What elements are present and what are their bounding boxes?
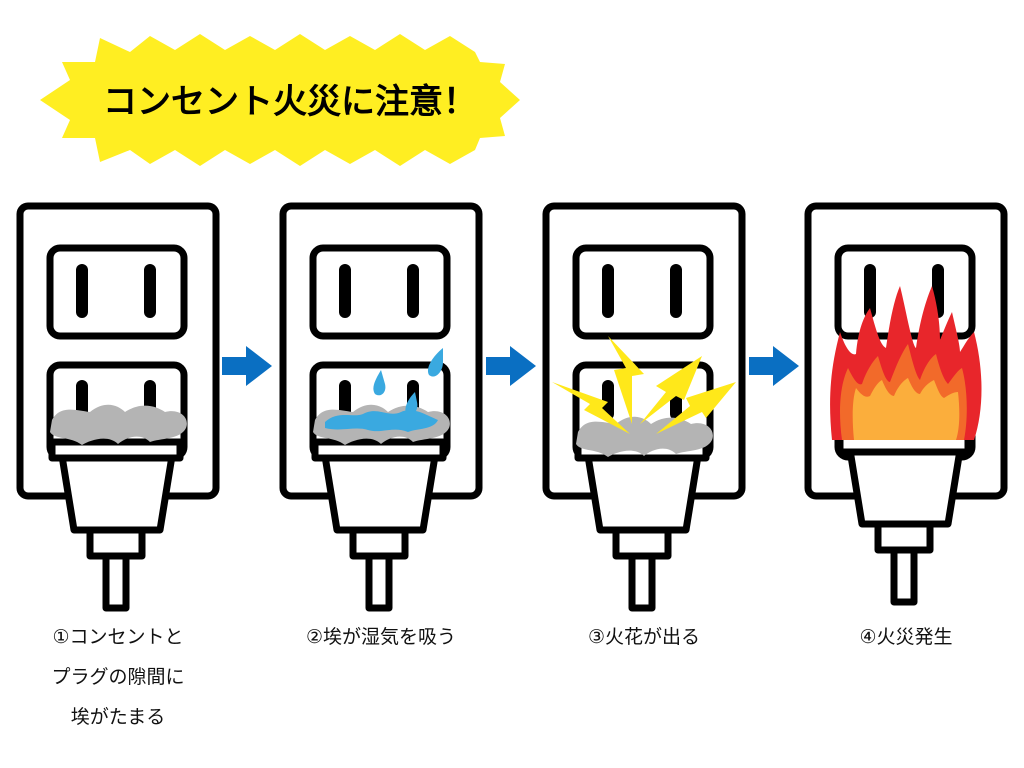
lightning-icon xyxy=(608,336,644,424)
step-4-caption: ④火災発生 xyxy=(859,626,952,648)
arrow-right-icon xyxy=(222,346,272,386)
step-4-illustration xyxy=(808,206,1004,602)
page-title: コンセント火災に注意！ xyxy=(103,82,477,122)
title-banner: コンセント火災に注意！ xyxy=(40,34,520,166)
spark-icons xyxy=(552,336,736,434)
caption-line: ①コンセントと xyxy=(52,626,183,648)
step-2-illustration xyxy=(283,206,479,608)
step-3-illustration xyxy=(546,206,742,608)
starburst-shape xyxy=(40,34,520,166)
plug-icon xyxy=(840,436,968,602)
water-drop-icon xyxy=(427,348,443,377)
step-1-illustration xyxy=(20,206,216,608)
caption-line: 埃がたまる xyxy=(71,706,165,728)
plug-icon xyxy=(578,442,706,608)
step-1-caption: ①コンセントと プラグの隙間に 埃がたまる xyxy=(51,626,184,728)
lightning-icon xyxy=(656,382,736,434)
plug-icon xyxy=(315,442,443,608)
plug-icon xyxy=(52,442,180,608)
caption-line: プラグの隙間に xyxy=(51,666,184,688)
step-2-caption: ②埃が湿気を吸う xyxy=(306,626,456,648)
arrow-right-icon xyxy=(486,346,536,386)
lightning-icon xyxy=(640,356,702,424)
lightning-icon xyxy=(552,382,630,434)
fire-inner-icon xyxy=(852,378,960,440)
water-drop-icon xyxy=(405,392,418,416)
arrow-right-icon xyxy=(749,346,799,386)
step-3-caption: ③火花が出る xyxy=(588,626,700,648)
water-drop-icon xyxy=(373,370,386,396)
